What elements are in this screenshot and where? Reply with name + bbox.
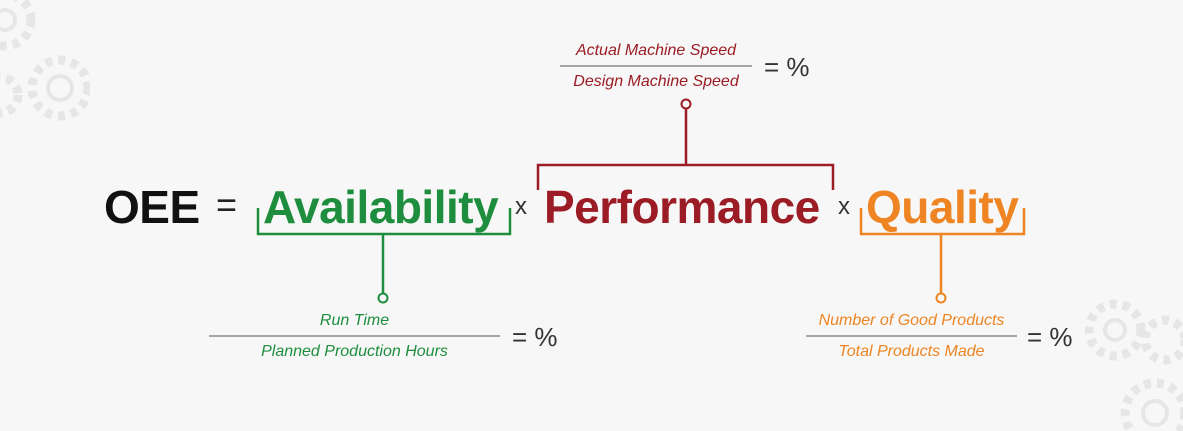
performance-result: = % — [764, 52, 810, 82]
availability-numerator: Run Time — [319, 312, 390, 329]
performance-term: Performance — [544, 181, 820, 233]
equals-sign: = — [216, 184, 238, 225]
times-sign-2: x — [838, 193, 850, 220]
performance-denominator: Design Machine Speed — [573, 73, 739, 90]
availability-connector-dot — [377, 292, 389, 304]
availability-term: Availability — [263, 181, 499, 233]
quality-term: Quality — [866, 181, 1019, 233]
availability-result: = % — [512, 322, 558, 352]
quality-numerator: Number of Good Products — [818, 312, 1005, 329]
oee-label: OEE — [104, 181, 200, 233]
performance-numerator: Actual Machine Speed — [575, 42, 737, 59]
availability-denominator: Planned Production Hours — [261, 343, 448, 360]
performance-connector-dot — [680, 98, 692, 110]
gear-icon — [1085, 299, 1183, 431]
quality-result: = % — [1027, 322, 1073, 352]
gear-icon — [0, 0, 90, 121]
quality-denominator: Total Products Made — [838, 343, 985, 360]
quality-bracket — [859, 208, 1026, 236]
quality-connector-dot — [935, 292, 947, 304]
times-sign-1: x — [515, 193, 527, 220]
